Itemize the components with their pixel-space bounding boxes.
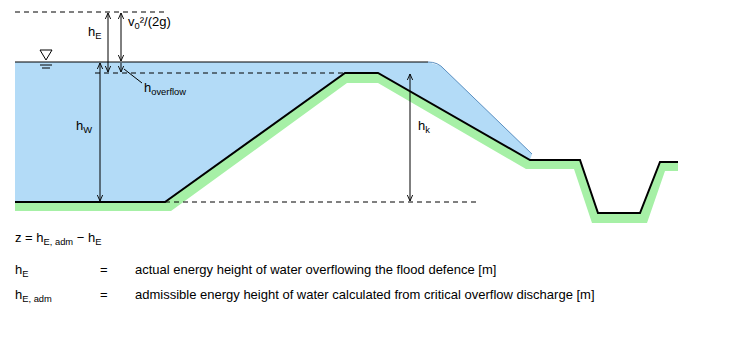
equals-sign: = [100,287,108,303]
energy-height-symbol: hE [88,24,101,42]
dimension-arrows [100,13,410,201]
overflow-surface [428,62,532,154]
water-body [15,62,532,202]
overflow-height-symbol: hoverflow [144,80,186,98]
velocity-head-formula: v0²/(2g) [128,14,171,32]
dike-surface [15,73,678,213]
definition-text: actual energy height of water overflowin… [135,262,715,278]
definition-symbol: hE, adm [15,287,52,305]
water-depth-symbol: hW [76,118,92,136]
crest-height-symbol: hk [418,118,430,136]
safety-margin-formula: z = hE, adm − hE [15,230,101,248]
definition-symbol: hE [15,262,28,280]
definition-text: admissible energy height of water calcul… [135,287,695,303]
equals-sign: = [100,262,108,278]
water-level-symbol [40,50,52,68]
reference-lines [15,12,480,202]
water-surface [15,62,428,63]
